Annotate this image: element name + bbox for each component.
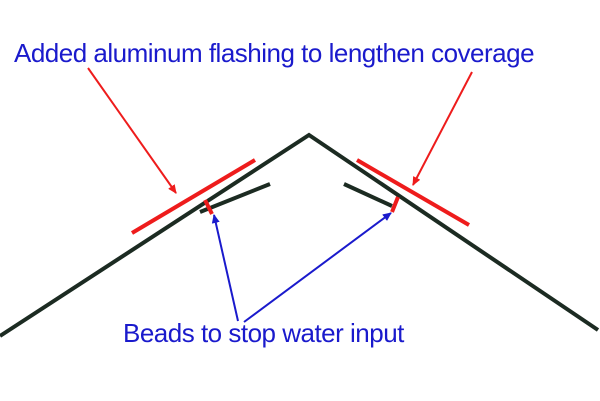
arrow-flashing-right xyxy=(412,71,473,186)
bead-left xyxy=(203,199,214,215)
roof-ridge-line xyxy=(0,132,600,338)
bead-right xyxy=(390,196,400,213)
arrow-flashing-left xyxy=(87,67,177,194)
flashing-right xyxy=(355,158,471,227)
beads-label: Beads to stop water input xyxy=(123,318,404,348)
arrow-bead-left xyxy=(211,214,239,322)
flashing-label: Added aluminum flashing to lengthen cove… xyxy=(14,38,535,68)
arrow-bead-right xyxy=(243,212,392,323)
roof-left-lower-section xyxy=(199,182,271,214)
flashing-left xyxy=(130,158,257,235)
roof-right-lower-section xyxy=(343,182,393,208)
